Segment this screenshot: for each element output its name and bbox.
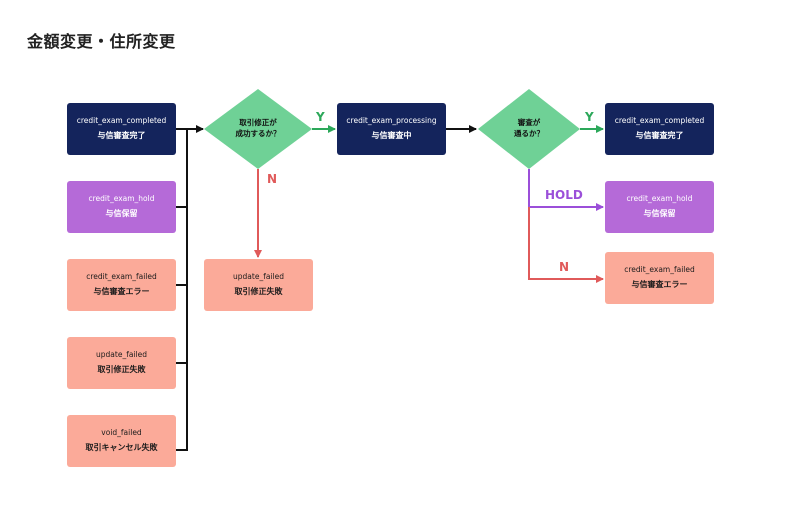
node-left-update-failed: update_failed 取引修正失敗 [67, 337, 176, 389]
node-label: 与信審査完了 [635, 131, 684, 140]
decision-1-line2: 成功するか？ [235, 129, 281, 138]
decision-2-line2: 通るか？ [514, 129, 544, 138]
node-credit-exam-processing: credit_exam_processing 与信審査中 [337, 103, 446, 155]
node-left-credit-exam-hold: credit_exam_hold 与信保留 [67, 181, 176, 233]
node-right-credit-exam-failed: credit_exam_failed 与信審査エラー [605, 252, 714, 304]
node-left-credit-exam-completed: credit_exam_completed 与信審査完了 [67, 103, 176, 155]
decision-2-diamond [478, 89, 580, 169]
node-label: 与信審査完了 [97, 131, 146, 140]
edge-label-d1-yes: Y [316, 110, 325, 124]
node-left-void-failed: void_failed 取引キャンセル失敗 [67, 415, 176, 467]
node-label: 取引修正失敗 [234, 287, 283, 296]
node-mid-update-failed: update_failed 取引修正失敗 [204, 259, 313, 311]
decision-1-label: 取引修正が 成功するか？ [223, 117, 293, 139]
node-left-credit-exam-failed: credit_exam_failed 与信審査エラー [67, 259, 176, 311]
node-code: update_failed [96, 350, 147, 359]
node-label: 与信審査エラー [631, 280, 688, 289]
edge-label-d2-yes: Y [585, 110, 594, 124]
node-code: credit_exam_hold [626, 194, 693, 203]
edge-label-d1-no: N [267, 172, 278, 186]
node-label: 与信保留 [105, 209, 138, 218]
node-code: credit_exam_failed [86, 272, 157, 281]
node-code: credit_exam_failed [624, 265, 695, 274]
node-code: void_failed [101, 428, 142, 437]
node-code: credit_exam_completed [614, 116, 705, 125]
node-code: credit_exam_processing [346, 116, 437, 125]
decision-1-diamond [204, 89, 312, 169]
page-title: 金額変更・住所変更 [27, 32, 176, 51]
decision-2-line1: 審査が [517, 118, 541, 127]
edge-label-d2-hold: HOLD [545, 188, 583, 202]
node-label: 与信保留 [643, 209, 676, 218]
edge-label-d2-no: N [559, 260, 570, 274]
node-label: 取引修正失敗 [97, 365, 146, 374]
node-right-credit-exam-hold: credit_exam_hold 与信保留 [605, 181, 714, 233]
node-label: 与信審査エラー [93, 287, 150, 296]
node-label: 取引キャンセル失敗 [85, 443, 158, 452]
node-code: credit_exam_hold [88, 194, 155, 203]
node-right-credit-exam-completed: credit_exam_completed 与信審査完了 [605, 103, 714, 155]
decision-1-line1: 取引修正が [239, 118, 277, 127]
decision-2-label: 審査が 通るか？ [494, 117, 564, 139]
node-label: 与信審査中 [371, 131, 412, 140]
node-code: update_failed [233, 272, 284, 281]
arrow-d2-no [528, 207, 604, 283]
node-code: credit_exam_completed [76, 116, 167, 125]
collector-connector [176, 128, 188, 451]
